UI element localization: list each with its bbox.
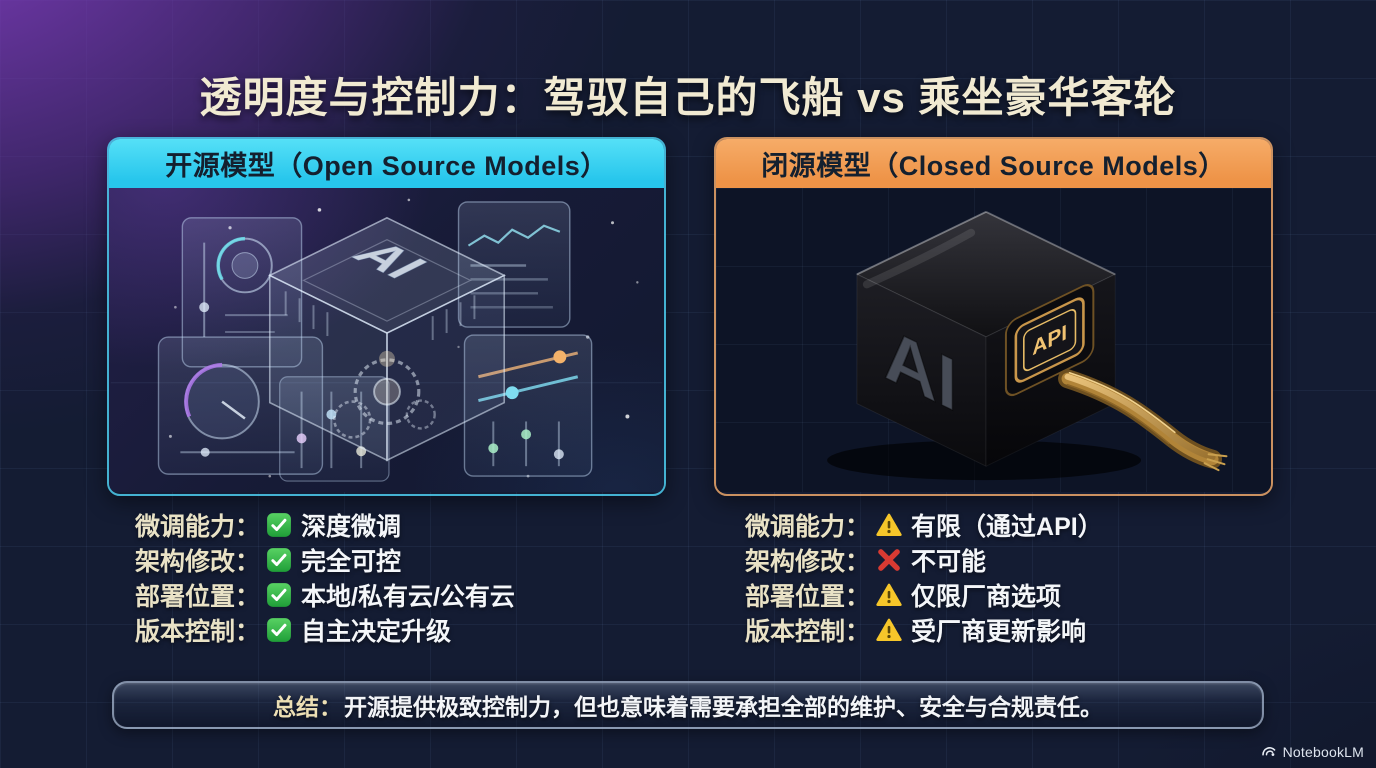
summary-bar: 总结： 开源提供极致控制力，但也意味着需要承担全部的维护、安全与合规责任。 <box>112 681 1264 729</box>
panel-closed-header: 闭源模型（Closed Source Models） <box>716 139 1271 188</box>
check-icon <box>266 512 292 538</box>
panel-closed-source: 闭源模型（Closed Source Models） <box>714 137 1273 496</box>
open-attributes: 微调能力： 深度微调 架构修改： 完全可控 部署位置： 本地/私有云/公有云 版… <box>135 507 715 647</box>
attr-row: 架构修改： 不可能 <box>745 547 987 576</box>
holo-panel-knob <box>181 217 303 368</box>
warning-icon <box>876 582 902 608</box>
check-icon <box>266 582 292 608</box>
holo-panel-gauge <box>157 336 324 475</box>
closed-source-illustration: AI API <box>716 188 1271 492</box>
open-source-illustration: AI <box>109 188 664 492</box>
attr-row: 微调能力： 有限（通过API） <box>745 512 1103 541</box>
page-title: 透明度与控制力：驾驭自己的飞船 vs 乘坐豪华客轮 <box>199 74 1177 121</box>
notebooklm-watermark: NotebookLM <box>1260 743 1364 760</box>
panel-open-header: 开源模型（Open Source Models） <box>109 139 664 188</box>
notebooklm-logo-icon <box>1260 743 1277 760</box>
holo-panel-mixer <box>463 334 593 477</box>
attr-row: 架构修改： 完全可控 <box>135 547 402 576</box>
holo-panel-sliders <box>279 376 390 482</box>
closed-attributes: 微调能力： 有限（通过API） 架构修改： 不可能 部署位置： 仅限厂商选项 版… <box>745 507 1325 647</box>
attr-row: 部署位置： 本地/私有云/公有云 <box>135 582 515 611</box>
attr-row: 版本控制： 受厂商更新影响 <box>745 617 1087 646</box>
panel-open-source: 开源模型（Open Source Models） <box>107 137 666 496</box>
attr-row: 部署位置： 仅限厂商选项 <box>745 582 1062 611</box>
check-icon <box>266 547 292 573</box>
attr-row: 微调能力： 深度微调 <box>135 512 402 541</box>
glass-ai-cube-illustration: AI <box>110 198 663 482</box>
gold-ribbon-cable <box>1058 369 1228 472</box>
api-plug: API <box>1004 284 1095 397</box>
cross-icon <box>876 547 902 573</box>
notebooklm-label: NotebookLM <box>1282 743 1364 760</box>
black-ai-cube-illustration: AI API <box>827 210 1228 481</box>
summary-text: 开源提供极致控制力，但也意味着需要承担全部的维护、安全与合规责任。 <box>344 694 1103 720</box>
black-ai-cube: AI <box>856 210 1116 467</box>
stars <box>168 198 639 478</box>
attr-row: 版本控制： 自主决定升级 <box>135 617 452 646</box>
summary-prefix: 总结： <box>273 694 342 720</box>
glass-ai-cube: AI <box>267 216 507 462</box>
warning-icon <box>876 512 902 538</box>
warning-icon <box>876 617 902 643</box>
check-icon <box>266 617 292 643</box>
